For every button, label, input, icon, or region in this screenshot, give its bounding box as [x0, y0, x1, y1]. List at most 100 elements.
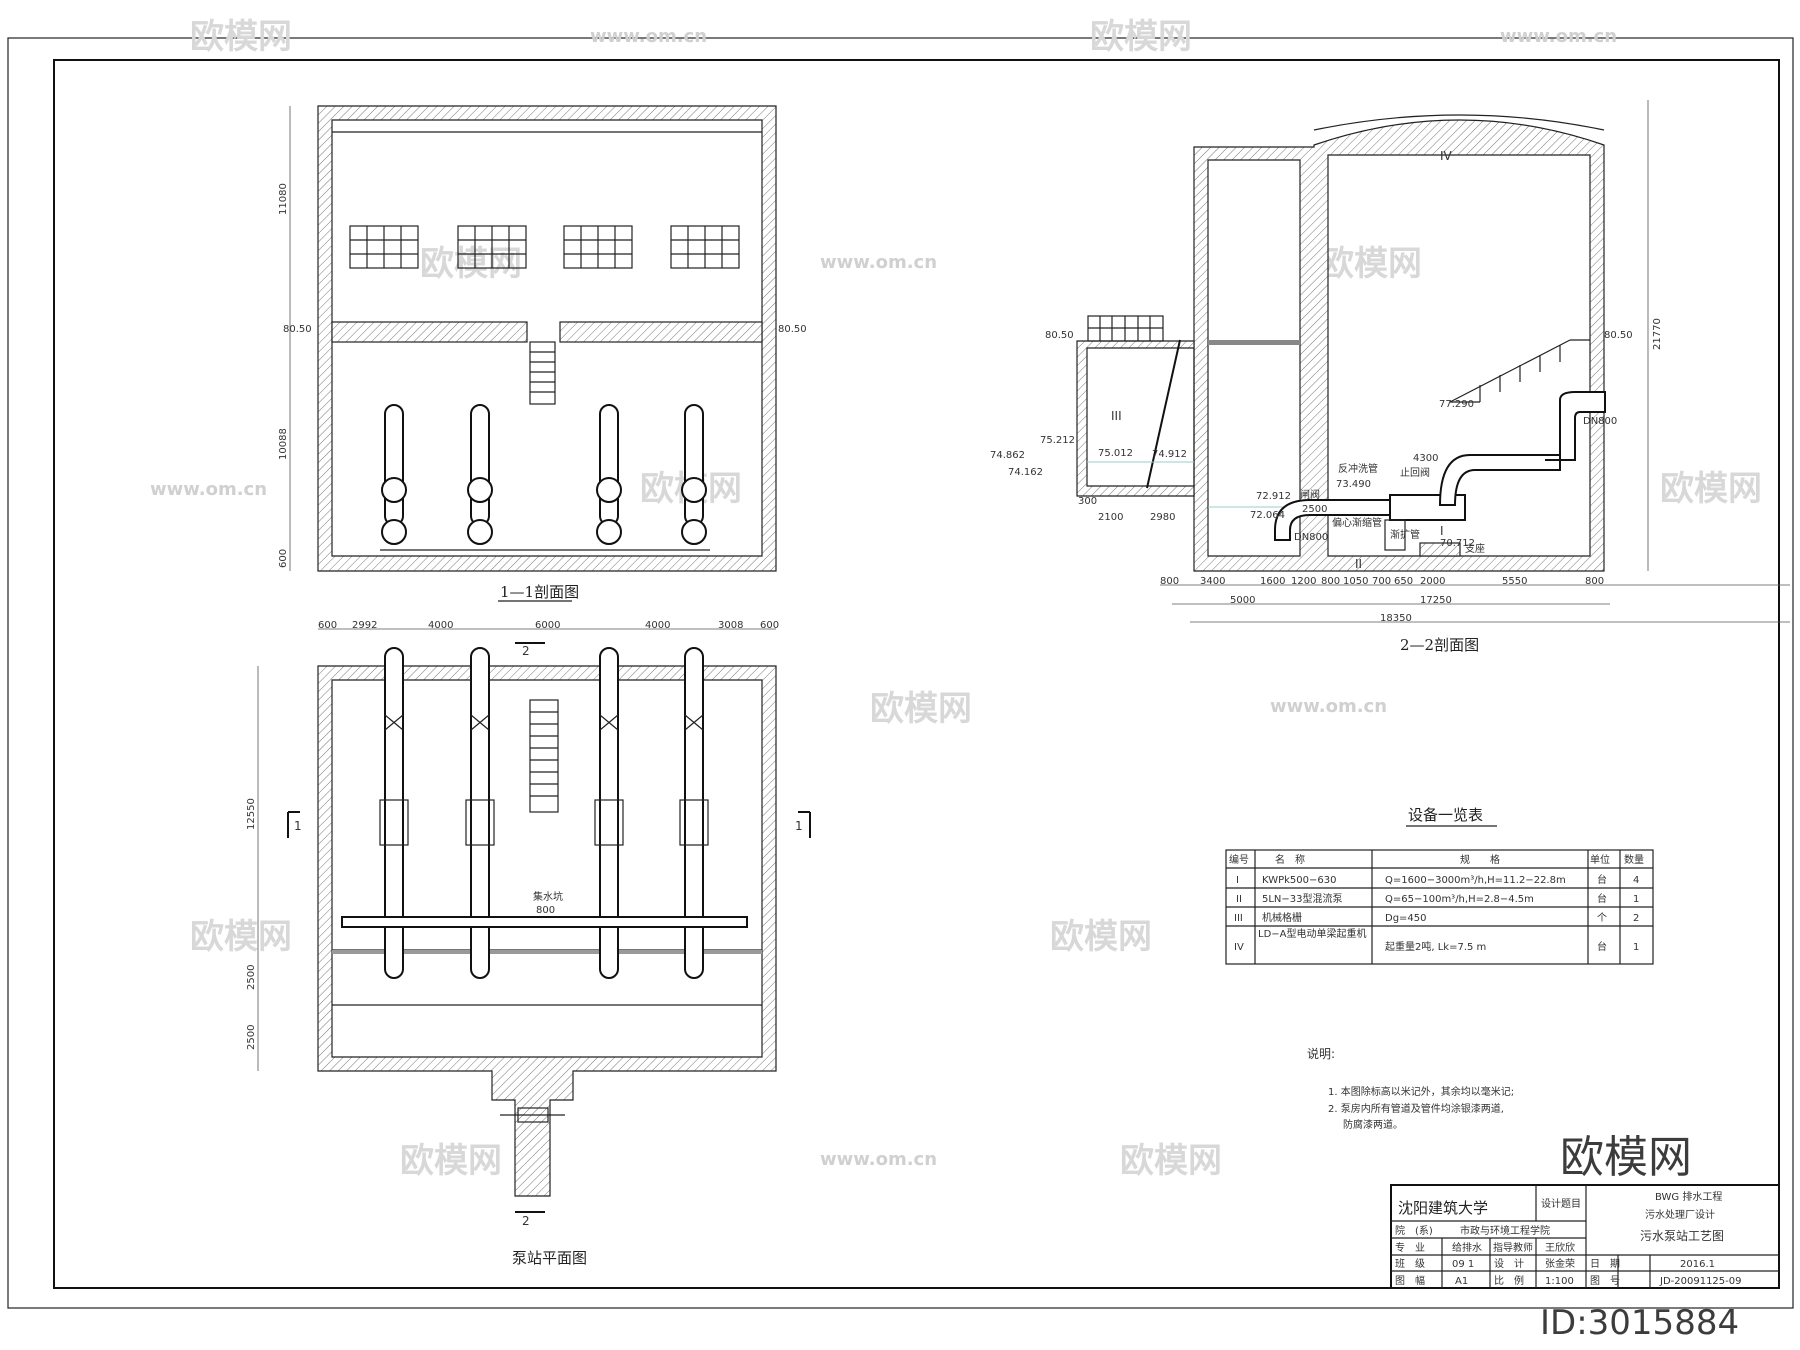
drawing-text: 1 — [1633, 894, 1639, 905]
drawing-text: 800 — [1321, 576, 1340, 587]
section-mark: 2 — [522, 644, 530, 658]
windows — [349, 225, 740, 269]
floor-slab — [331, 321, 528, 343]
drawing-text: 2980 — [1150, 512, 1175, 523]
support-label: 支座 — [1465, 542, 1485, 555]
watermark-url: www.om.cn — [1500, 26, 1617, 47]
drawing-text: 院 (系) — [1395, 1224, 1433, 1237]
gate-valve-label: 闸阀 — [1300, 488, 1320, 501]
drawing-text: 5550 — [1502, 576, 1527, 587]
drawing-text: 机械格栅 — [1262, 911, 1302, 924]
pipe-size-label: DN800 — [1583, 416, 1617, 427]
pumps-section — [380, 404, 710, 551]
drawing-text: 3400 — [1200, 576, 1225, 587]
drawing-text: 2 — [1633, 913, 1639, 924]
drawing-text: 2500 — [246, 965, 257, 990]
school-name: 沈阳建筑大学 — [1398, 1199, 1488, 1217]
drawing-text: 比 例 — [1494, 1274, 1524, 1287]
dim-label: 11080 — [278, 183, 289, 215]
drawing-text: 4300 — [1413, 453, 1438, 464]
drawing-text: 1:100 — [1545, 1276, 1574, 1287]
drawing-text: 650 — [1394, 576, 1413, 587]
drawing-text: 4000 — [645, 620, 670, 631]
drawing-text: 给排水 — [1452, 1241, 1482, 1254]
elevation-label: 73.490 — [1336, 479, 1371, 490]
stair — [529, 341, 556, 405]
drawing-text: 单位 — [1590, 853, 1610, 866]
roman-label: IV — [1440, 149, 1453, 163]
drawing-text: 600 — [318, 620, 337, 631]
note-item: 防腐漆两道。 — [1343, 1118, 1403, 1131]
watermark-brand: 欧模网 — [1050, 917, 1152, 957]
drawing-text: 指导教师 — [1493, 1241, 1533, 1254]
drawing-text: 5LN−33型混流泵 — [1262, 892, 1343, 905]
drawing-text: 2100 — [1098, 512, 1123, 523]
drawing-text: 名 称 — [1275, 853, 1305, 866]
notes: 说明: 1. 本图除标高以米记外，其余均以毫米记; 2. 泵房内所有管道及管件均… — [1307, 1046, 1514, 1131]
drawing-text: 4 — [1633, 875, 1639, 886]
section-mark: 1 — [795, 819, 803, 833]
sheet-outer-border — [7, 37, 1794, 1309]
drawing-text: 专 业 — [1395, 1241, 1425, 1254]
drawing-text: JD-20091125-09 — [1659, 1276, 1742, 1287]
watermark-id: ID:3015884 — [1540, 1303, 1739, 1343]
note-item: 1. 本图除标高以米记外，其余均以毫米记; — [1328, 1085, 1514, 1098]
roman-label: III — [1111, 409, 1122, 423]
drawing-text: 台 — [1597, 940, 1607, 953]
drawing-text: 2992 — [352, 620, 377, 631]
drawing-text: 编号 — [1229, 853, 1249, 866]
drawing-text: 800 — [1585, 576, 1604, 587]
elevation-label: 80.50 — [1604, 330, 1633, 341]
drawing-text: 18350 — [1380, 613, 1412, 624]
pump-piping-2-2 — [1274, 391, 1606, 551]
plan-title: 泵站平面图 — [512, 1249, 587, 1267]
elevation-label: 80.50 — [283, 324, 312, 335]
drawing-text: 12550 — [246, 798, 257, 830]
table-row: IV LD−A型电动单梁起重机 起重量2吨, Lk=7.5 m 台 1 — [1234, 929, 1639, 953]
drawing-text: IV — [1234, 942, 1244, 953]
elevation-label: 80.50 — [1045, 330, 1074, 341]
equipment-table-title: 设备一览表 — [1408, 806, 1483, 824]
check-valve-label: 止回阀 — [1400, 466, 1430, 479]
elevation-label: 74.912 — [1152, 449, 1187, 460]
elevation-label: 72.064 — [1250, 510, 1285, 521]
drawing-text: BWG 排水工程 — [1655, 1190, 1722, 1203]
roman-label: II — [1355, 557, 1362, 571]
watermark-url: www.om.cn — [820, 252, 937, 273]
table-row: I KWPk500−630 Q=1600−3000m³/h,H=11.2−22.… — [1236, 873, 1639, 886]
pump-station-plan: 600 2992 4000 6000 4000 3008 600 2 集水坑 8… — [246, 620, 811, 1267]
note-item: 2. 泵房内所有管道及管件均涂银漆两道, — [1328, 1102, 1504, 1115]
drawing-text: I — [1236, 875, 1239, 886]
drawing-text: 2500 — [1302, 504, 1327, 515]
section-1-1: 80.50 80.50 11080 10088 600 1—1剖面图 — [278, 105, 807, 602]
elevation-label: 72.912 — [1256, 491, 1291, 502]
drawing-text: Q=1600−3000m³/h,H=11.2−22.8m — [1385, 875, 1566, 886]
floor-slab — [559, 321, 763, 343]
drawing-text: 1200 — [1291, 576, 1316, 587]
section-mark: 2 — [522, 1214, 530, 1228]
watermark-brand: 欧模网 — [400, 1141, 502, 1181]
watermark-brand: 欧模网 — [190, 17, 292, 57]
drawing-text: 张金荣 — [1545, 1257, 1575, 1270]
stair-2-2 — [1449, 339, 1590, 403]
drawing-text: 市政与环境工程学院 — [1460, 1224, 1550, 1237]
drawing-name: 污水泵站工艺图 — [1640, 1229, 1724, 1243]
pipe-size-label: DN800 — [1294, 532, 1328, 543]
drawing-text: 21770 — [1652, 318, 1663, 350]
notes-heading: 说明: — [1307, 1046, 1335, 1061]
drawing-text: 起重量2吨, Lk=7.5 m — [1385, 940, 1486, 953]
drawing-text: 个 — [1597, 912, 1607, 924]
watermark-url: www.om.cn — [1270, 696, 1387, 717]
drawing-text: 2500 — [246, 1025, 257, 1050]
elevation-label: 74.862 — [990, 450, 1025, 461]
backwash-pipe-label: 反冲洗管 — [1338, 462, 1378, 475]
roman-label: I — [1440, 524, 1444, 538]
drawing-text: 4000 — [428, 620, 453, 631]
drawing-text: 日 期 — [1590, 1258, 1620, 1270]
elevation-label: 70.712 — [1440, 538, 1475, 549]
elevation-label: 75.012 — [1098, 448, 1133, 459]
section-2-2-title: 2—2剖面图 — [1400, 636, 1479, 654]
drawing-text: 设计题目 — [1541, 1197, 1581, 1210]
drawing-text: Dg=450 — [1385, 913, 1427, 924]
section-2-2: IV III I II 80.50 80.50 75.212 74.862 74… — [990, 100, 1790, 654]
